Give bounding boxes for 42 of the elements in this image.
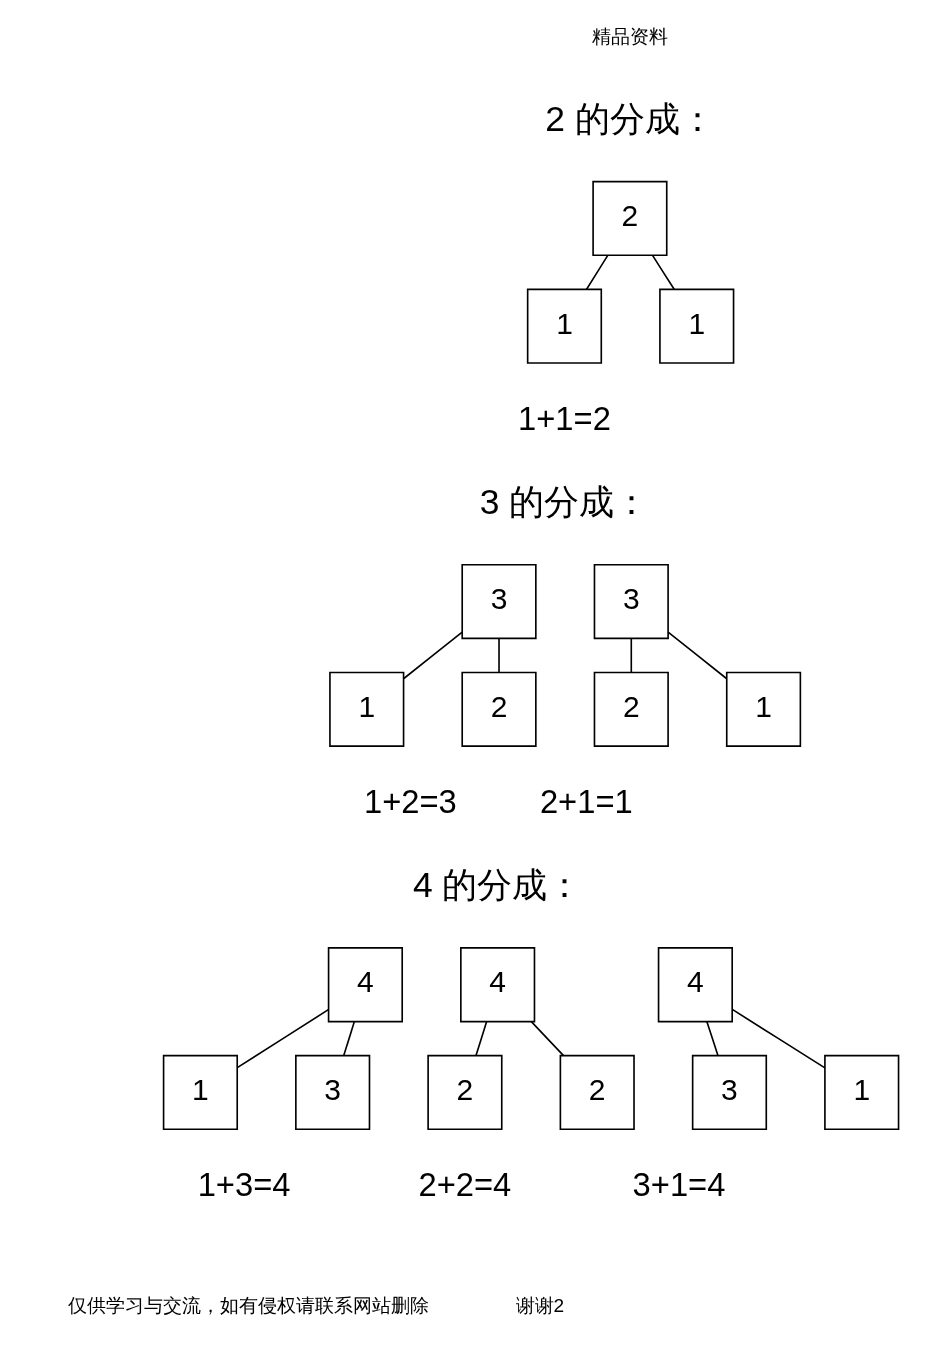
connector [730,1008,826,1069]
label: 4 的分成： [412,865,582,906]
connector [530,1020,564,1057]
connector [474,1020,487,1057]
label: 仅供学习与交流，如有侵权请联系网站删除 [67,1294,429,1316]
connector [651,254,675,291]
connector [705,1020,719,1057]
node-box: 1 [526,288,602,364]
label: 2+2=4 [418,1166,511,1204]
label: 1+2=3 [363,783,457,821]
node-box: 4 [459,947,535,1023]
node-box: 2 [593,671,669,747]
node-box: 3 [593,563,669,640]
label: 2+1=1 [539,783,633,821]
label: 1+1=2 [517,400,611,438]
node-box: 1 [162,1054,238,1131]
node-box: 2 [460,671,537,747]
node-box: 1 [823,1054,899,1131]
node-box: 1 [658,288,734,364]
connector [342,1020,355,1057]
label: 2 的分成： [544,98,715,139]
node-box: 3 [294,1054,370,1131]
connector [236,1008,329,1069]
node-box: 1 [725,671,801,747]
label: 3 的分成： [479,482,649,523]
connector [497,637,500,674]
node-box: 1 [328,671,404,747]
label: 谢谢2 [515,1294,564,1316]
label: 3+1=4 [632,1166,725,1204]
label: 精品资料 [591,26,668,48]
connector [402,631,463,680]
connector [666,631,727,680]
node-box: 2 [591,180,668,257]
node-box: 3 [691,1054,767,1131]
label: 1+3=4 [197,1166,290,1204]
connector [629,637,632,674]
connector [585,254,609,291]
node-box: 3 [460,563,537,640]
node-box: 2 [426,1054,503,1131]
node-box: 4 [327,947,403,1023]
node-box: 2 [559,1054,635,1131]
node-box: 4 [657,947,733,1023]
